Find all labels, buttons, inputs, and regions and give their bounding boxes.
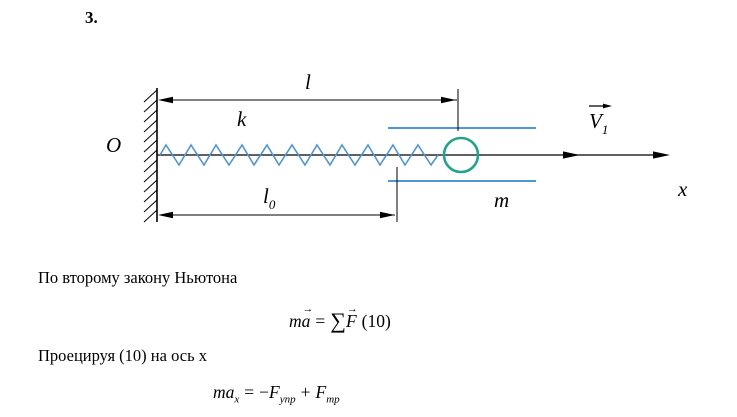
projection-formula: max=−Fупр+Fтр bbox=[213, 382, 340, 406]
vector-arrow-icon: → bbox=[346, 303, 358, 316]
spring bbox=[159, 143, 439, 167]
equals-sign: = bbox=[244, 382, 255, 402]
mass-label: m bbox=[494, 188, 509, 212]
physics-diagram: O k l l0 m V1 x bbox=[106, 70, 688, 223]
force-elastic: F bbox=[269, 382, 280, 402]
equals-sign: = bbox=[315, 311, 326, 331]
dim-l-arrow-right-icon bbox=[441, 96, 456, 104]
natural-length-label: l0 bbox=[263, 184, 276, 212]
plus-sign: + bbox=[300, 382, 311, 402]
minus-sign: − bbox=[259, 382, 270, 402]
force-friction: F bbox=[315, 382, 327, 402]
axis-label: x bbox=[677, 177, 688, 201]
x-axis-arrowhead-icon bbox=[653, 151, 670, 159]
dim-l0-arrow-right-icon bbox=[380, 211, 395, 219]
problem-number: 3. bbox=[85, 8, 98, 27]
velocity-label-arrowhead-icon bbox=[603, 103, 612, 109]
formula-term-ma: ma bbox=[213, 382, 235, 402]
vector-a: →a bbox=[301, 303, 314, 331]
subscript-friction: тр bbox=[326, 393, 340, 406]
spring-constant-label: k bbox=[237, 107, 247, 131]
newton-law-text: По второму закону Ньютона bbox=[38, 268, 238, 287]
vector-F: →F bbox=[345, 303, 358, 331]
vector-arrow-icon: → bbox=[302, 303, 314, 316]
ball bbox=[442, 136, 480, 174]
origin-label: O bbox=[106, 133, 121, 157]
wall-hatching-icon bbox=[143, 89, 158, 223]
projection-text: Проецируя (10) на ось x bbox=[38, 346, 207, 365]
dim-l-arrow-left-icon bbox=[158, 96, 173, 104]
dim-l0-arrow-left-icon bbox=[158, 211, 173, 219]
equation-ref: (10) bbox=[361, 311, 391, 331]
length-label: l bbox=[305, 70, 311, 94]
sum-symbol: ∑ bbox=[330, 308, 346, 333]
velocity-label: V1 bbox=[589, 109, 608, 137]
subscript-x: x bbox=[234, 393, 240, 406]
subscript-elastic: упр bbox=[279, 393, 296, 406]
newton-law-formula: m→a=∑→F(10) bbox=[289, 303, 391, 333]
velocity-arrowhead-icon bbox=[563, 151, 580, 159]
formula-term-m: m bbox=[289, 311, 302, 331]
